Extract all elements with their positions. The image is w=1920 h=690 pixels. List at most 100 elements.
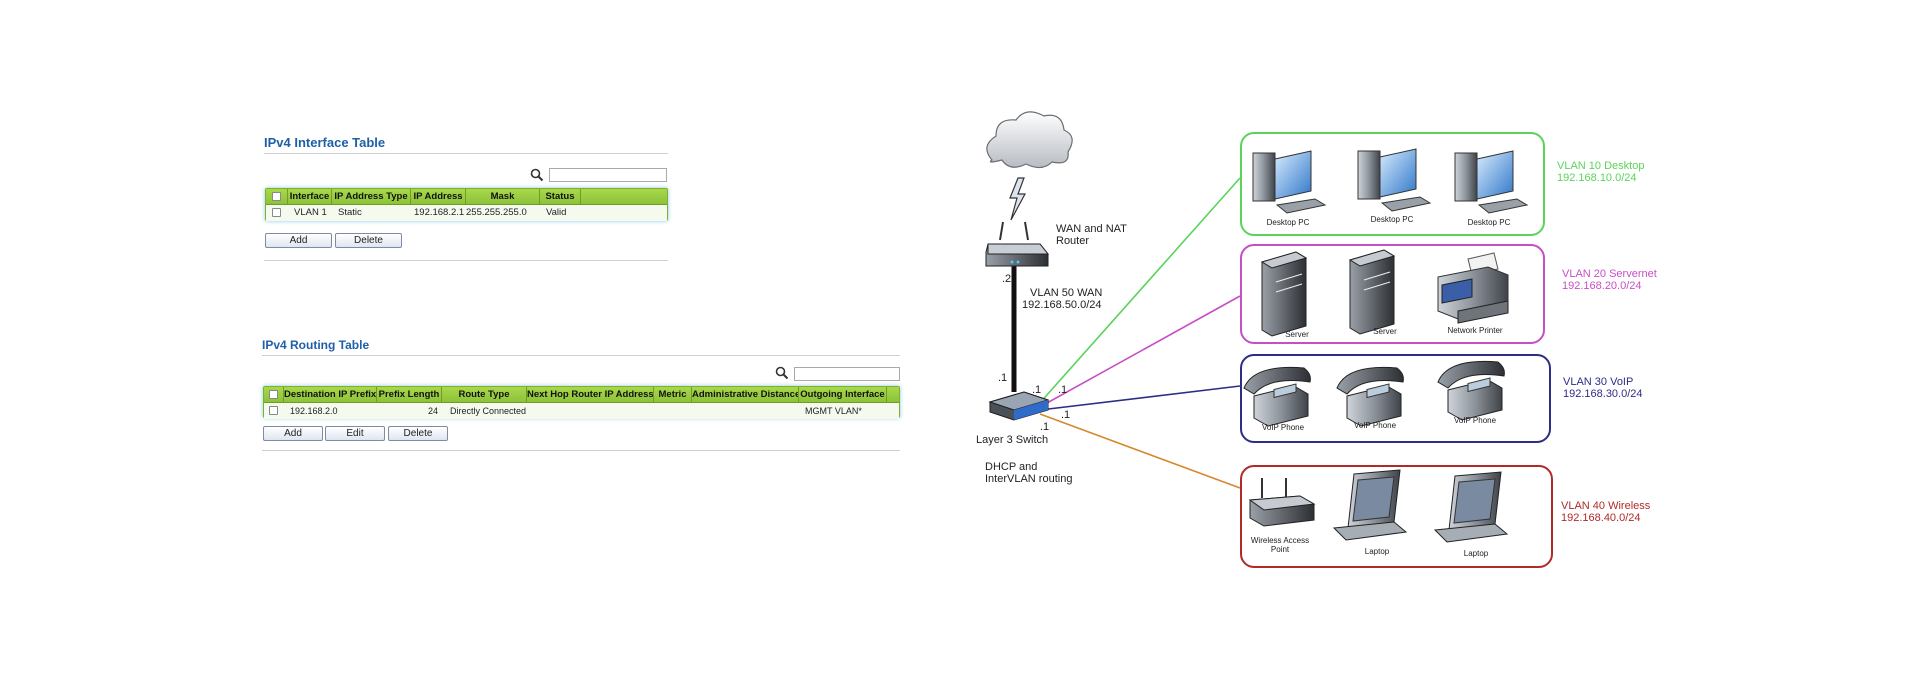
select-all-checkbox[interactable] xyxy=(269,390,278,399)
col-ip-address-type[interactable]: IP Address Type xyxy=(332,189,411,205)
add-interface-button[interactable]: Add xyxy=(265,233,332,248)
divider xyxy=(262,355,900,356)
wireless-access-point-icon xyxy=(1248,478,1316,527)
ip-suffix: .1 xyxy=(1040,421,1050,433)
wap-label-line1: Wireless Access xyxy=(1250,536,1310,545)
ip-suffix: .1 xyxy=(1061,409,1071,421)
delete-route-button[interactable]: Delete xyxy=(388,426,448,441)
voip-phone-icon xyxy=(1243,366,1311,427)
vlan30-link xyxy=(1039,385,1241,411)
interface-search-input[interactable] xyxy=(549,168,667,182)
routing-search-input[interactable] xyxy=(794,367,900,381)
layer3-switch-icon xyxy=(988,391,1050,421)
switch-label: Layer 3 Switch xyxy=(976,434,1049,446)
cell-mask: 255.255.255.0 xyxy=(466,207,527,218)
vlan-name: VLAN 10 Desktop xyxy=(1557,160,1645,172)
vlan-name: VLAN 30 VoIP xyxy=(1563,376,1634,388)
divider xyxy=(262,450,900,451)
edit-route-button[interactable]: Edit xyxy=(325,426,385,441)
vlan-name: VLAN 40 Wireless xyxy=(1561,500,1651,512)
device-label: Laptop xyxy=(1463,549,1489,558)
server-icon xyxy=(1260,251,1308,337)
cell-status: Valid xyxy=(546,207,567,218)
table-header: Interface IP Address Type IP Address Mas… xyxy=(266,189,667,205)
col-prefix-length[interactable]: Prefix Length xyxy=(377,387,442,403)
device-label: VoIP Phone xyxy=(1261,423,1305,432)
switch-description: DHCP and InterVLAN routing xyxy=(985,461,1072,485)
wan-vlan-name: VLAN 50 WAN xyxy=(1030,287,1103,299)
cell-ip-address-type: Static xyxy=(338,207,362,218)
lightning-icon xyxy=(1009,177,1027,221)
router-icon xyxy=(985,221,1050,267)
device-label: Desktop PC xyxy=(1266,218,1310,227)
col-next-hop[interactable]: Next Hop Router IP Address xyxy=(527,387,654,403)
select-all-cell xyxy=(266,189,288,205)
cell-destination: 192.168.2.0 xyxy=(290,406,338,416)
device-label: Server xyxy=(1285,330,1309,339)
col-interface[interactable]: Interface xyxy=(288,189,332,205)
desktop-pc-icon xyxy=(1252,150,1327,214)
select-all-checkbox[interactable] xyxy=(272,192,281,201)
switch-desc-line2: InterVLAN routing xyxy=(985,473,1073,485)
routing-table-title: IPv4 Routing Table xyxy=(262,338,370,352)
row-checkbox[interactable] xyxy=(269,406,278,415)
divider xyxy=(264,260,668,261)
vlan-name: VLAN 20 Servernet xyxy=(1562,268,1657,280)
search-icon[interactable] xyxy=(775,366,789,380)
router-label-line1: WAN and NAT xyxy=(1056,223,1127,235)
col-mask[interactable]: Mask xyxy=(466,189,540,205)
col-administrative-distance[interactable]: Administrative Distance xyxy=(692,387,799,403)
col-destination-ip-prefix[interactable]: Destination IP Prefix xyxy=(284,387,377,403)
delete-interface-button[interactable]: Delete xyxy=(335,233,402,248)
col-route-type[interactable]: Route Type xyxy=(442,387,527,403)
cell-prefix-length: 24 xyxy=(427,406,438,416)
voip-phone-icon xyxy=(1336,366,1404,427)
row-checkbox[interactable] xyxy=(272,208,281,217)
device-label: Wireless Access Point xyxy=(1240,536,1320,554)
device-label: Desktop PC xyxy=(1467,218,1511,227)
routing-table: Destination IP Prefix Prefix Length Rout… xyxy=(263,386,900,419)
network-printer-icon xyxy=(1437,252,1509,324)
router-label-line2: Router xyxy=(1056,235,1090,247)
vlan-subnet: 192.168.40.0/24 xyxy=(1561,512,1641,524)
ip-suffix: .1 xyxy=(1058,384,1068,396)
select-all-cell xyxy=(264,387,284,403)
col-status[interactable]: Status xyxy=(540,189,581,205)
vlan10-group xyxy=(1240,132,1545,236)
table-row[interactable]: VLAN 1 Static 192.168.2.1 255.255.255.0 … xyxy=(266,205,667,221)
col-outgoing-interface[interactable]: Outgoing Interface xyxy=(799,387,887,403)
col-metric[interactable]: Metric xyxy=(654,387,692,403)
search-icon[interactable] xyxy=(530,168,544,182)
voip-phone-icon xyxy=(1437,360,1505,421)
device-label: VoIP Phone xyxy=(1453,416,1497,425)
col-ip-address[interactable]: IP Address xyxy=(411,189,466,205)
laptop-icon xyxy=(1433,471,1509,543)
server-icon xyxy=(1348,249,1396,335)
desktop-pc-icon xyxy=(1357,148,1432,212)
vlan40-group xyxy=(1240,465,1553,568)
ip-suffix: .1 xyxy=(1032,384,1042,396)
device-label: Network Printer xyxy=(1447,326,1503,335)
cell-interface: VLAN 1 xyxy=(294,207,327,218)
add-route-button[interactable]: Add xyxy=(263,426,323,441)
table-header: Destination IP Prefix Prefix Length Rout… xyxy=(264,387,899,403)
cell-ip-address: 192.168.2.1 xyxy=(414,207,465,218)
vlan30-group xyxy=(1240,354,1551,443)
vlan20-label: VLAN 20 Servernet 192.168.20.0/24 xyxy=(1562,268,1657,292)
ip-suffix: .2 xyxy=(1002,273,1012,285)
vlan30-label: VLAN 30 VoIP 192.168.30.0/24 xyxy=(1563,376,1643,400)
vlan-subnet: 192.168.20.0/24 xyxy=(1562,280,1642,292)
vlan20-group xyxy=(1240,244,1545,344)
wan-vlan-subnet: 192.168.50.0/24 xyxy=(1022,299,1102,311)
vlan20-link xyxy=(1037,295,1241,409)
table-row[interactable]: 192.168.2.0 24 Directly Connected MGMT V… xyxy=(264,403,899,419)
device-label: Server xyxy=(1373,327,1397,336)
device-label: Laptop xyxy=(1364,547,1390,556)
ip-suffix: .1 xyxy=(998,372,1008,384)
desktop-pc-icon xyxy=(1454,150,1529,214)
device-label: VoIP Phone xyxy=(1353,421,1397,430)
device-label: Desktop PC xyxy=(1370,215,1414,224)
cell-route-type: Directly Connected xyxy=(450,406,527,416)
vlan10-label: VLAN 10 Desktop 192.168.10.0/24 xyxy=(1557,160,1644,184)
